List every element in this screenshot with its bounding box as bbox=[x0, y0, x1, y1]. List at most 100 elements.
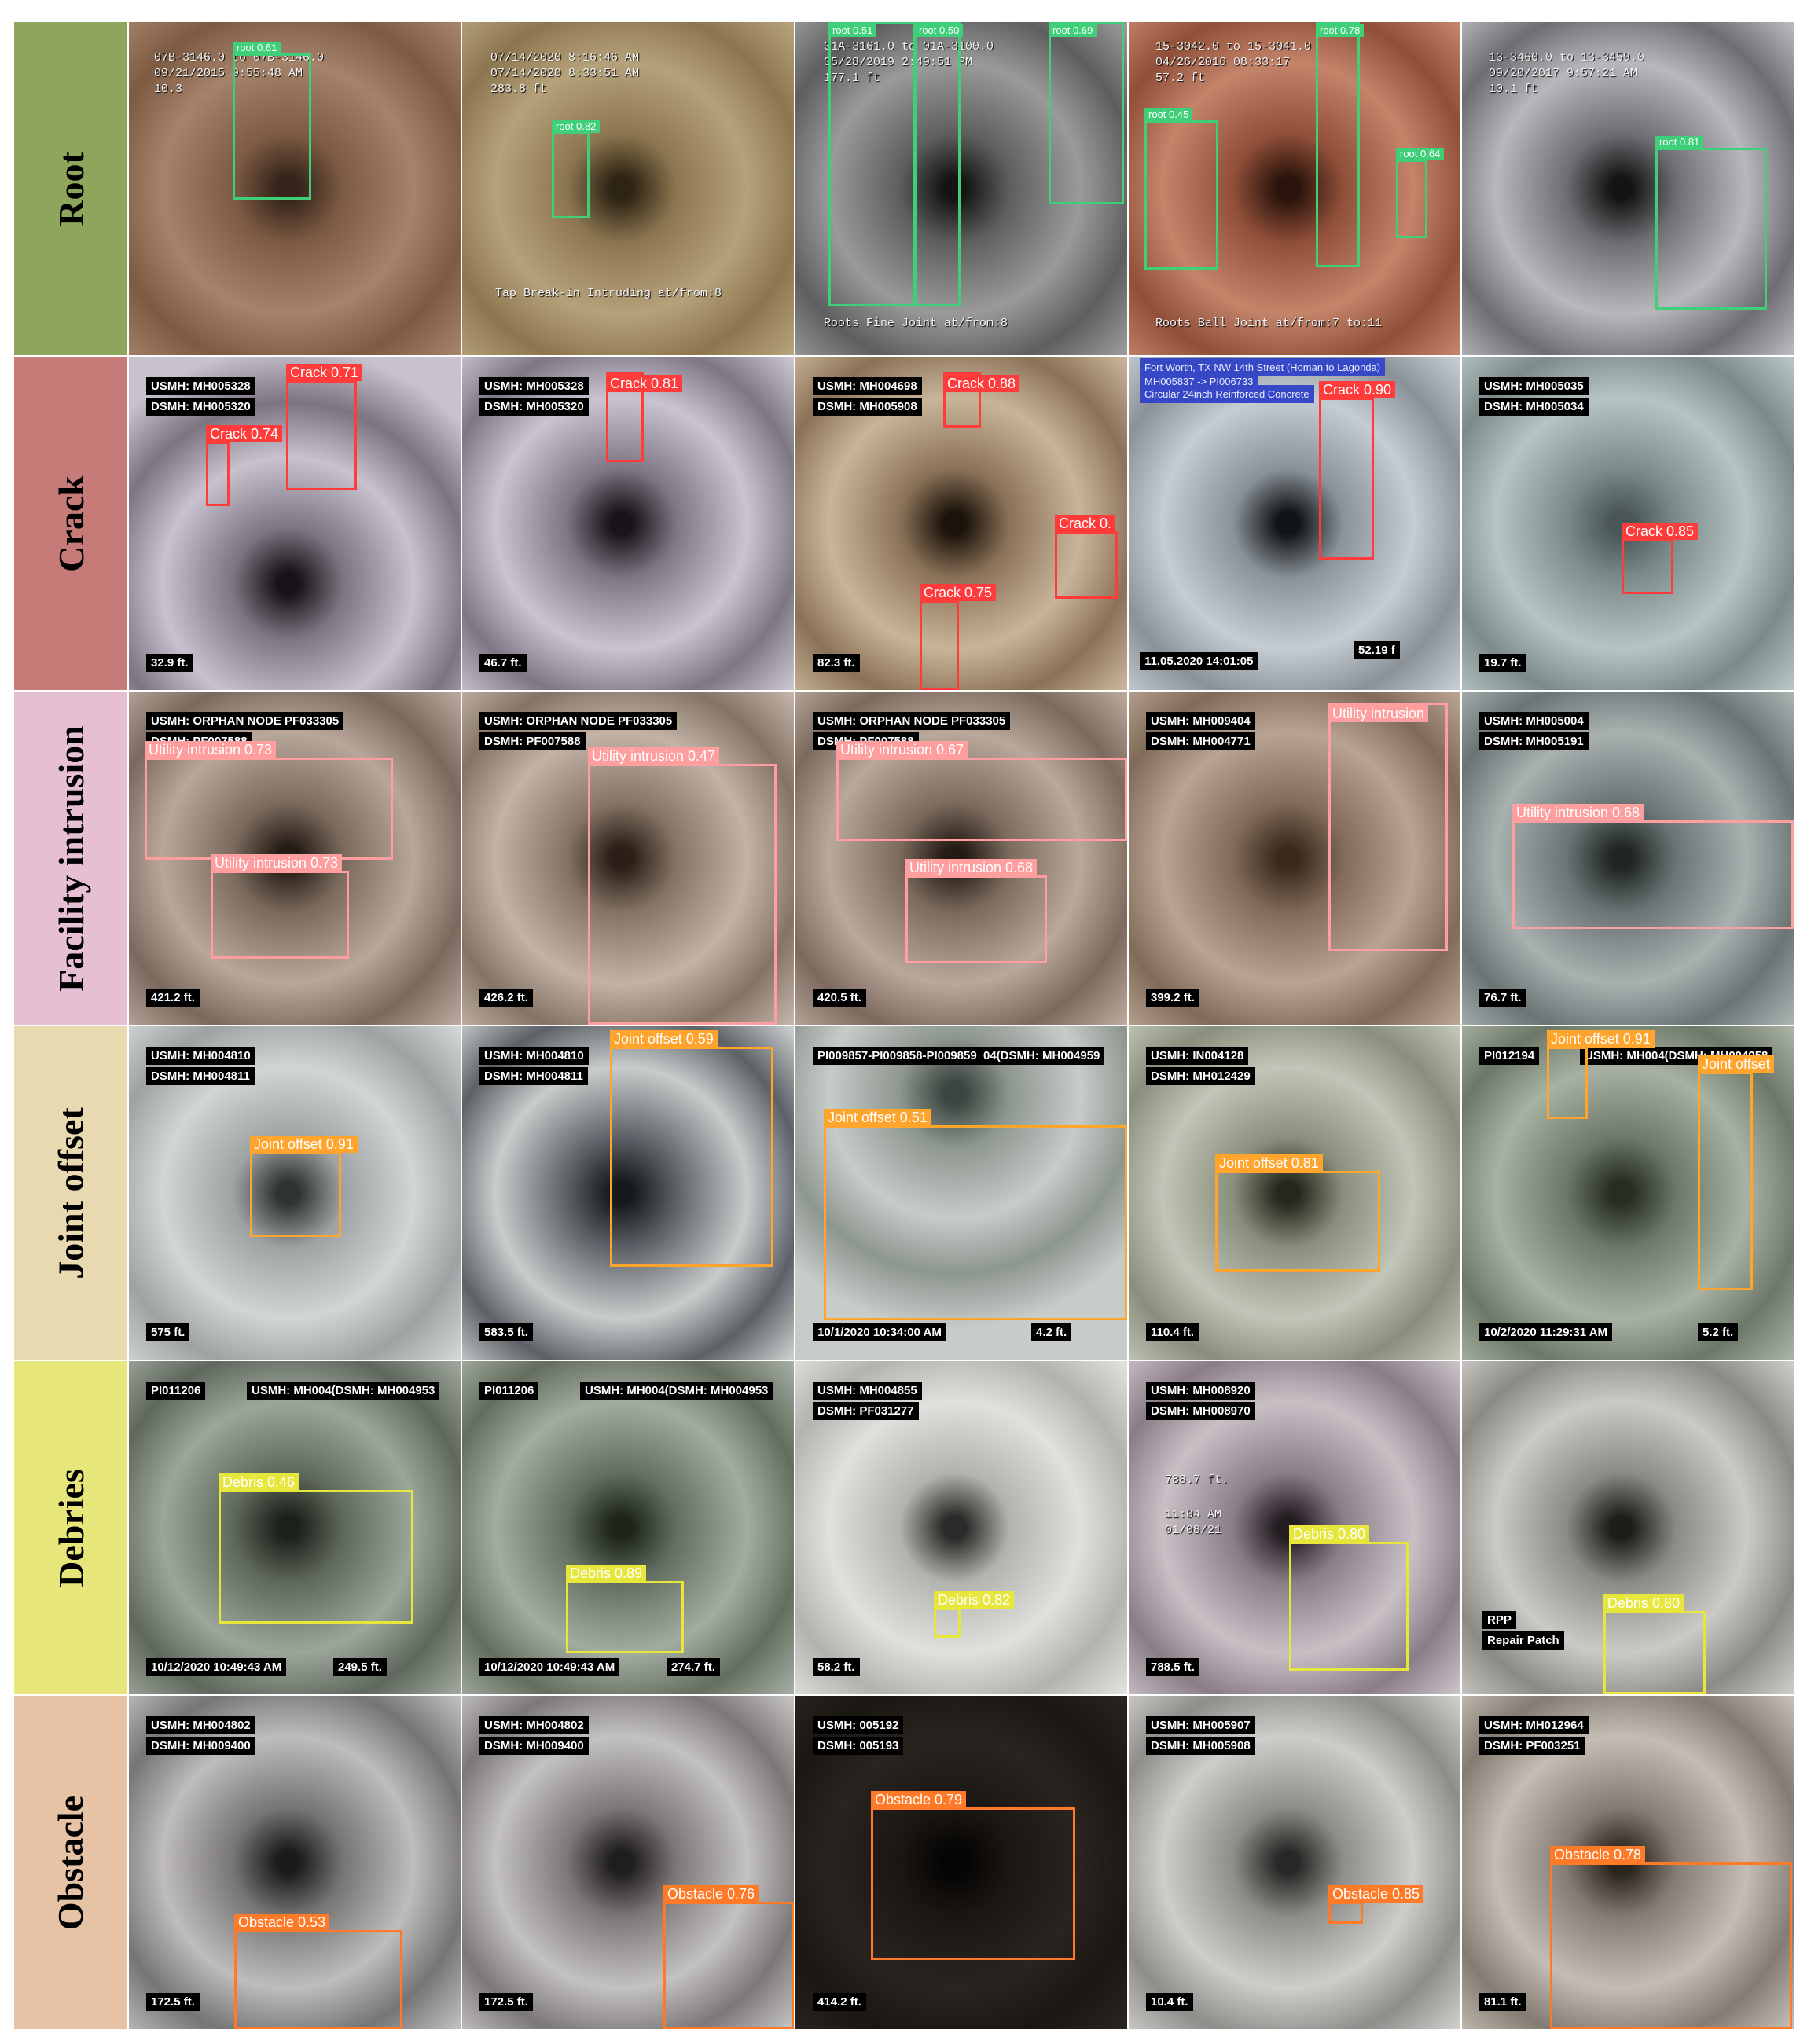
overlay-text: 01A-3161.0 to 01A-3100.0 bbox=[824, 40, 994, 53]
detection-box: Crack 0.71 bbox=[286, 364, 363, 490]
overlay-text: USMH: MH004855 bbox=[813, 1382, 922, 1400]
detection-label: Debris 0.89 bbox=[566, 1565, 647, 1582]
pipe-photo bbox=[462, 22, 794, 355]
detection-label: root 0.81 bbox=[1655, 136, 1704, 149]
row-label-text: Obstacle bbox=[50, 1795, 91, 1930]
overlay-text: 426.2 ft. bbox=[479, 989, 533, 1007]
detection-label: Debris 0.80 bbox=[1603, 1594, 1684, 1612]
overlay-text: USMH: MH004810 bbox=[479, 1047, 589, 1065]
overlay-text: 57.2 ft bbox=[1155, 72, 1206, 85]
row-label: Root bbox=[14, 22, 129, 355]
detection-label: Joint offset 0.91 bbox=[1547, 1030, 1655, 1048]
detection-label: Crack 0.81 bbox=[606, 375, 683, 392]
overlay-text: 76.7 ft. bbox=[1479, 989, 1526, 1007]
detection-box: Debris 0.80 bbox=[1289, 1525, 1409, 1671]
overlay-text: Roots Ball Joint at/from:7 to:11 bbox=[1155, 317, 1383, 330]
overlay-text: 274.7 ft. bbox=[667, 1658, 720, 1676]
row-label-text: Joint offset bbox=[50, 1106, 91, 1279]
detection-box: Crack 0.81 bbox=[606, 372, 683, 462]
overlay-text: DSMH: PF003251 bbox=[1479, 1737, 1585, 1755]
detection-box: Obstacle 0.79 bbox=[871, 1791, 1075, 1960]
detection-label: Debris 0.80 bbox=[1289, 1525, 1370, 1543]
row-label-text: Root bbox=[50, 151, 91, 226]
overlay-text: 575 ft. bbox=[146, 1323, 190, 1341]
detection-box: Crack 0. bbox=[1055, 515, 1118, 599]
overlay-text: 788.7 ft. bbox=[1165, 1473, 1229, 1487]
overlay-text: USMH: MH004810 bbox=[146, 1047, 255, 1065]
overlay-text: 82.3 ft. bbox=[813, 654, 860, 672]
pipe-photo bbox=[1462, 1026, 1794, 1360]
overlay-text: 10/2/2020 11:29:31 AM bbox=[1479, 1323, 1613, 1341]
row-label: Obstacle bbox=[14, 1696, 129, 2029]
overlay-text: USMH: MH005035 bbox=[1479, 377, 1589, 395]
overlay-text: 788.5 ft. bbox=[1146, 1658, 1199, 1676]
detection-box: Obstacle 0.85 bbox=[1328, 1885, 1424, 1924]
detection-label: Utility intrusion 0.68 bbox=[906, 859, 1038, 876]
overlay-text: USMH: MH004802 bbox=[479, 1716, 589, 1734]
overlay-text: USMH: MH004(DSMH: MH004953 bbox=[247, 1382, 440, 1400]
overlay-text: 583.5 ft. bbox=[479, 1323, 533, 1341]
detection-label: Joint offset 0.51 bbox=[824, 1109, 931, 1126]
detection-box: Joint offset 0.81 bbox=[1215, 1154, 1380, 1272]
overlay-text: USMH: MH008920 bbox=[1146, 1382, 1255, 1400]
overlay-text: USMH: ORPHAN NODE PF033305 bbox=[479, 712, 678, 730]
row-label-text: Debries bbox=[50, 1468, 91, 1587]
overlay-text: PI011206 bbox=[146, 1382, 206, 1400]
detection-box: Utility intrusion 0.68 bbox=[906, 859, 1047, 963]
overlay-text: DSMH: MH005034 bbox=[1479, 398, 1589, 416]
overlay-text: 10.3 bbox=[154, 83, 183, 96]
overlay-text: USMH: MH005328 bbox=[479, 377, 589, 395]
detection-label: Crack 0.88 bbox=[943, 375, 1020, 392]
detection-label: Crack 0. bbox=[1055, 515, 1116, 532]
row-debries: Debries PI011206 USMH: MH004(DSMH: MH00495… bbox=[14, 1361, 1797, 1696]
overlay-text: Tap Break-in Intruding at/from:8 bbox=[495, 287, 722, 300]
detection-box: Crack 0.85 bbox=[1622, 523, 1699, 594]
overlay-text: PI011206 bbox=[479, 1382, 539, 1400]
detection-box: root 0.51 bbox=[828, 22, 915, 306]
detection-label: root 0.61 bbox=[233, 42, 281, 54]
pipe-photo bbox=[795, 1026, 1127, 1360]
detection-label: Obstacle 0.85 bbox=[1328, 1885, 1424, 1903]
overlay-text: USMH: MH004(DSMH: MH004953 bbox=[580, 1382, 773, 1400]
pipe-photo bbox=[129, 22, 461, 355]
overlay-text: DSMH: PF007588 bbox=[479, 732, 586, 750]
detection-label: root 0.45 bbox=[1144, 108, 1193, 121]
detection-label: Joint offset bbox=[1698, 1055, 1774, 1073]
detection-box: Joint offset bbox=[1698, 1055, 1774, 1290]
detection-box: root 0.50 bbox=[915, 22, 964, 306]
overlay-text: DSMH: MH005320 bbox=[479, 398, 589, 416]
detection-box: Debris 0.82 bbox=[934, 1591, 1015, 1638]
detection-box: Obstacle 0.53 bbox=[234, 1914, 402, 2029]
overlay-text: USMH: MH012964 bbox=[1479, 1716, 1589, 1734]
overlay-text: 19.7 ft. bbox=[1479, 654, 1526, 672]
overlay-text: 414.2 ft. bbox=[813, 1993, 866, 2011]
detection-label: Crack 0.75 bbox=[920, 584, 997, 601]
overlay-text: 05/28/2019 2:49:51 PM bbox=[824, 56, 973, 69]
pipe-photo bbox=[129, 1361, 461, 1694]
overlay-text: Circular 24inch Reinforced Concrete bbox=[1140, 385, 1314, 403]
detection-box: root 0.64 bbox=[1396, 148, 1445, 238]
detection-label: root 0.50 bbox=[915, 24, 964, 37]
overlay-text: 421.2 ft. bbox=[146, 989, 200, 1007]
overlay-text: 172.5 ft. bbox=[479, 1993, 533, 2011]
overlay-text: USMH: MH004802 bbox=[146, 1716, 255, 1734]
detection-box: Joint offset 0.91 bbox=[250, 1136, 358, 1237]
detection-label: root 0.78 bbox=[1316, 24, 1365, 37]
overlay-text: 420.5 ft. bbox=[813, 989, 866, 1007]
overlay-text: 399.2 ft. bbox=[1146, 989, 1199, 1007]
overlay-text: DSMH: MH005191 bbox=[1479, 732, 1589, 750]
overlay-text: 01/08/21 bbox=[1165, 1524, 1222, 1537]
overlay-text: 4.2 ft. bbox=[1031, 1323, 1072, 1341]
overlay-text: 07/14/2020 8:16:46 AM bbox=[490, 51, 640, 64]
